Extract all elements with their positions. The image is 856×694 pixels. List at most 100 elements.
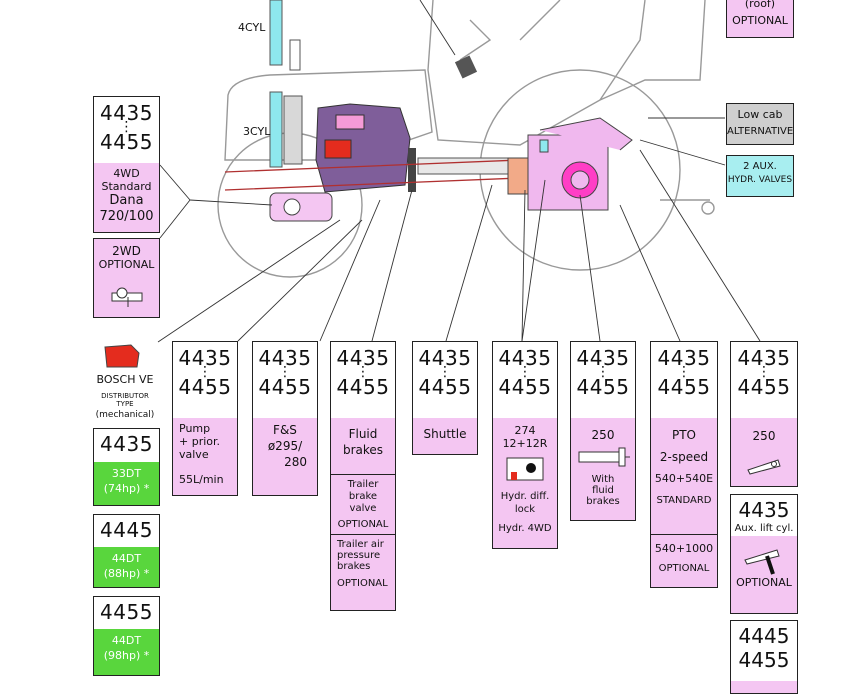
col-to: 4455 xyxy=(498,375,552,399)
engine-spec: 44DT (98hp) * xyxy=(94,629,159,675)
col-to: 4455 xyxy=(576,375,630,399)
clutch-desc: F&S ø295/ 280 xyxy=(253,418,317,495)
engine-spec-line2: (88hp) * xyxy=(103,567,150,580)
dots: ⋮ xyxy=(438,364,452,380)
lift-box: 4435 ⋮ 4455 250 xyxy=(730,341,798,487)
two-wd-line1: 2WD xyxy=(112,244,141,258)
fluid-brakes-desc: Fluid brakes xyxy=(331,418,395,474)
two-wd-box: 2WD OPTIONAL xyxy=(93,238,160,318)
last-model-desc xyxy=(731,681,797,693)
rear-axle-icon xyxy=(578,447,630,467)
front-axle-desc4: 720/100 xyxy=(99,209,154,224)
pto-desc: PTO 2-speed 540+540E STANDARD xyxy=(651,418,717,534)
pto-optional: 540+1000 OPTIONAL xyxy=(651,534,717,587)
pto-box: 4435 ⋮ 4455 PTO 2-speed 540+540E STANDAR… xyxy=(650,341,718,588)
desc-line: 2-speed xyxy=(659,450,709,464)
col-from: 4435 xyxy=(498,346,552,370)
last-model-line2: 4455 xyxy=(738,648,790,672)
desc-line: 250 xyxy=(591,428,615,442)
dots: ⋮ xyxy=(198,364,212,380)
engine-spec: 44DT (88hp) * xyxy=(94,547,159,587)
bosch-sub3: (mechanical) xyxy=(95,410,155,420)
two-wd-line2: OPTIONAL xyxy=(98,258,155,271)
shuttle-desc: Shuttle xyxy=(413,418,477,454)
dots: ⋮ xyxy=(677,364,691,380)
opt-line: OPTIONAL xyxy=(337,578,388,589)
col-to: 4455 xyxy=(336,375,390,399)
col-from: 4435 xyxy=(178,346,232,370)
lift-desc: 250 xyxy=(731,418,797,486)
desc-line: 12+12R xyxy=(502,437,548,450)
cyl4-label: 4CYL xyxy=(238,21,266,34)
roof-optional-label: OPTIONAL xyxy=(732,14,788,27)
lift-arm-icon xyxy=(747,459,781,475)
aux-lift-optional: OPTIONAL xyxy=(736,576,792,589)
pto-std-speeds: 540+540E xyxy=(654,472,714,485)
pto-opt-speeds: 540+1000 xyxy=(654,542,714,555)
pto-opt-label: OPTIONAL xyxy=(658,563,710,574)
engine-spec-line2: (98hp) * xyxy=(103,649,150,662)
aux-valves-line1: 2 AUX. xyxy=(743,161,777,172)
col-from: 4435 xyxy=(418,346,472,370)
col-from: 4435 xyxy=(737,346,791,370)
desc-line: valve xyxy=(179,448,209,461)
bosch-sub1: DISTRIBUTOR xyxy=(101,392,149,400)
dots: ⋮ xyxy=(356,364,370,380)
desc-line: 250 xyxy=(752,429,776,443)
aux-lift-model: 4435 xyxy=(731,495,797,522)
col-to: 4455 xyxy=(418,375,472,399)
front-axle-box: 4435 ⋮ 4455 4WD Standard Dana 720/100 xyxy=(93,96,160,233)
front-axle-desc: 4WD Standard Dana 720/100 xyxy=(94,163,159,232)
roof-label: (roof) xyxy=(744,0,776,10)
engine-spec: 33DT (74hp) * xyxy=(94,462,159,505)
col-to: 4455 xyxy=(657,375,711,399)
engine-box-4455: 4455 44DT (98hp) * xyxy=(93,596,160,676)
opt-line: brakes xyxy=(337,561,371,572)
desc-line: With xyxy=(591,474,615,485)
desc-line: + prior. xyxy=(179,435,221,448)
trailer-brake-valve: Trailer brake valve OPTIONAL xyxy=(331,474,395,534)
aux-valves-line2: HYDR. VALVES xyxy=(727,175,793,185)
front-axle-from: 4435 xyxy=(100,101,153,125)
cab-outline xyxy=(427,0,706,146)
opt-line: OPTIONAL xyxy=(337,519,389,530)
engine-model: 4445 xyxy=(100,518,153,542)
aux-lift-icon xyxy=(744,549,780,575)
front-axle-desc1: 4WD xyxy=(113,167,140,180)
dots: ⋮ xyxy=(518,364,532,380)
front-axle-to: 4455 xyxy=(100,130,153,154)
dots: ⋮ xyxy=(596,364,610,380)
aux-lift-box: 4435 Aux. lift cyl. OPTIONAL xyxy=(730,494,798,614)
aux-lift-desc: Aux. lift cyl. xyxy=(731,522,797,536)
rear-axle-desc: 250 With fluid brakes xyxy=(571,418,635,520)
desc-line: ø295/ xyxy=(267,439,303,453)
transmission-desc: 274 12+12R Hydr. diff. lock Hydr. 4WD xyxy=(493,418,557,548)
bosch-title: BOSCH VE xyxy=(96,373,154,386)
injection-pump-icon xyxy=(104,344,140,368)
opt-line: valve xyxy=(349,503,377,514)
engine-model: 4435 xyxy=(100,432,153,456)
front-axle-desc3: Dana xyxy=(109,193,144,208)
low-cab-line1: Low cab xyxy=(737,108,783,121)
diff-lock-label: Hydr. diff. lock xyxy=(500,491,550,515)
last-model-line1: 4445 xyxy=(738,624,790,648)
desc-line: Shuttle xyxy=(423,427,467,441)
dots: ⋮ xyxy=(278,364,292,380)
last-model-box: 4445 4455 xyxy=(730,620,798,694)
opt-line: Trailer air xyxy=(337,539,384,550)
col-to: 4455 xyxy=(737,375,791,399)
col-from: 4435 xyxy=(576,346,630,370)
col-from: 4435 xyxy=(258,346,312,370)
desc-line: 280 xyxy=(284,455,307,469)
dots: ⋮ xyxy=(119,119,134,135)
bosch-sub2: TYPE xyxy=(116,400,134,408)
opt-line: Trailer brake xyxy=(347,479,379,502)
opt-line: pressure xyxy=(337,550,381,561)
engine-box-4445: 4445 44DT (88hp) * xyxy=(93,514,160,588)
desc-line: Pump xyxy=(179,422,211,435)
engine-spec-line1: 44DT xyxy=(111,552,142,565)
desc-line: PTO xyxy=(671,428,696,442)
aux-valves-box: 2 AUX. HYDR. VALVES xyxy=(726,155,794,197)
col-from: 4435 xyxy=(657,346,711,370)
dots: ⋮ xyxy=(757,364,771,380)
